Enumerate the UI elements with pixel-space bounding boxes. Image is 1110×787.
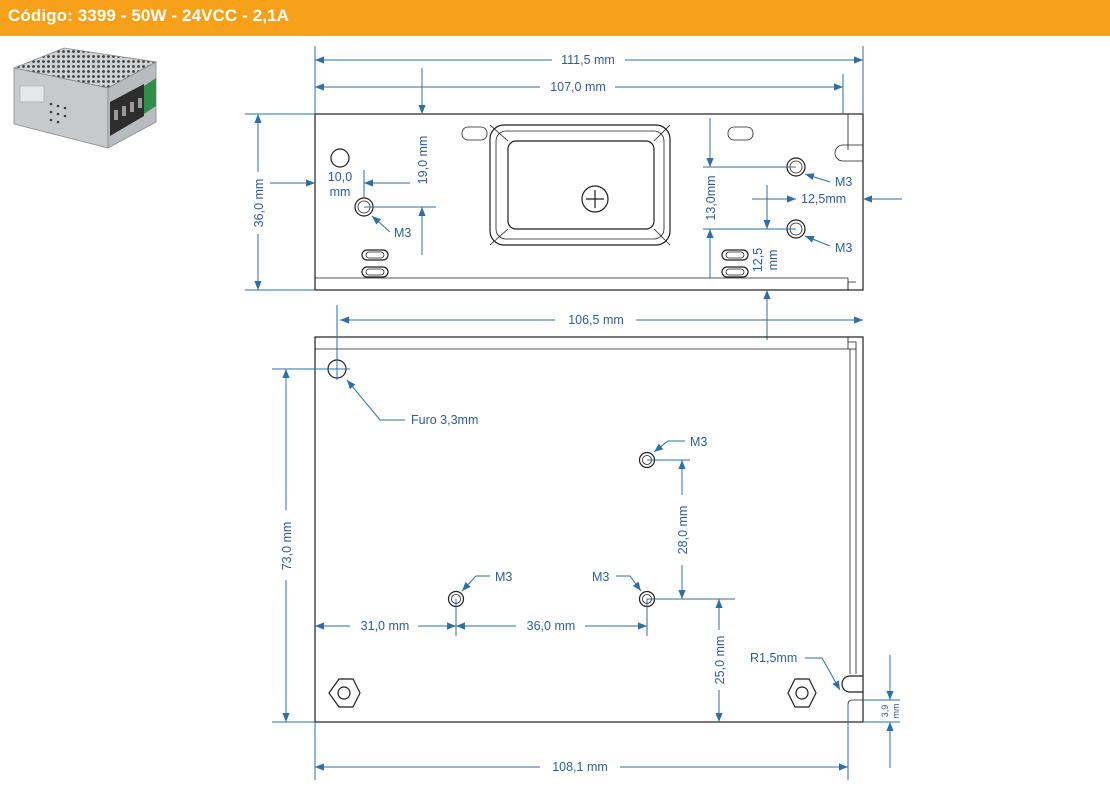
dim-left-offset: 31,0 mm (361, 619, 410, 633)
label-thread-bottom-left: M3 (495, 570, 512, 584)
power-supply-photo (12, 47, 158, 149)
dim-height-bottom: 73,0 mm (280, 522, 294, 571)
dim-width-top: 106,5 mm (568, 313, 624, 327)
dim-hole-offset-left: 10,0 (328, 170, 352, 184)
label-thread-upper: M3 (690, 435, 707, 449)
label-thread-bottom-right: M3 (592, 570, 609, 584)
dim-bottom-offset: 25,0 mm (713, 636, 727, 685)
dim-overall-width: 111,5 mm (561, 53, 615, 67)
dim-right-edge-offset: 12,5mm (801, 192, 846, 206)
header-bar: Código: 3399 - 50W - 24VCC - 2,1A (0, 0, 1110, 36)
label-right-thread-upper: M3 (835, 175, 852, 189)
dim-hole-height-left: 19,0 mm (416, 136, 430, 185)
product-code-title: Código: 3399 - 50W - 24VCC - 2,1A (8, 6, 290, 25)
label-mounting-hole: Furo 3,3mm (411, 413, 478, 427)
label-radius: R1,5mm (750, 651, 797, 665)
dim-height: 36,0 mm (252, 179, 266, 228)
dim-inner-width: 107,0 mm (550, 80, 606, 94)
dim-slot-height: 3,9 (880, 705, 890, 718)
dim-slot-height-unit: mm (891, 704, 901, 719)
top-view-dimensions: 111,5 mm 107,0 mm 36,0 mm 10,0 mm 19,0 m… (245, 46, 902, 340)
dim-right-hole-height-unit: mm (766, 250, 780, 271)
dim-right-hole-height: 12,5 (751, 248, 765, 272)
label-left-thread: M3 (394, 226, 411, 240)
dim-hole-offset-left-unit: mm (330, 185, 351, 199)
dim-hole-spacing-vertical: 28,0 mm (676, 506, 690, 555)
dim-width-bottom: 108,1 mm (552, 760, 608, 774)
dim-right-hole-spacing: 13,0mm (704, 175, 718, 220)
bottom-view-dimensions: 106,5 mm 73,0 mm Furo 3,3mm M3 28,0 mm M… (272, 305, 901, 780)
top-view-panel (314, 113, 864, 291)
dim-hole-spacing-horizontal: 36,0 mm (527, 619, 576, 633)
label-right-thread-lower: M3 (835, 241, 852, 255)
